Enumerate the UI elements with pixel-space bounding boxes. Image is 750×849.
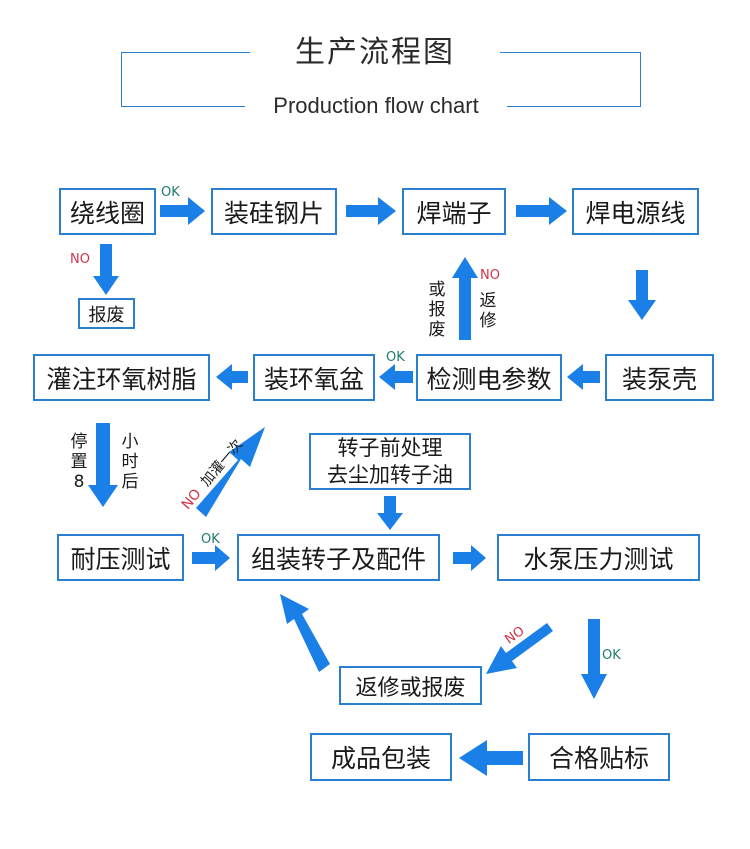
node-ring-basin: 装环氧盆 [253, 354, 375, 401]
arrow-check-to-terminal [452, 257, 478, 340]
label-ok-check: OK [386, 350, 405, 365]
arrow-epoxy-to-hipot [88, 423, 118, 507]
arrow-pumptest-to-label [581, 619, 607, 699]
arrow-repair-to-assemble [280, 594, 330, 672]
label-hours-later: 小时后 [121, 432, 139, 492]
arrow-assemble-to-pumptest [453, 545, 486, 571]
arrow-winding-to-silicon [160, 197, 205, 225]
rotor-pre-line1: 转子前处理 [337, 435, 443, 460]
node-silicon: 装硅钢片 [211, 188, 337, 235]
node-assemble: 组装转子及配件 [237, 534, 440, 581]
node-hipot-test: 耐压测试 [57, 534, 184, 581]
label-ok-pumptest: OK [602, 648, 621, 663]
node-power-wire: 焊电源线 [572, 188, 699, 235]
arrow-check-to-ringbasin [379, 364, 413, 390]
label-ok-winding: OK [161, 185, 180, 200]
arrow-rotorpre-to-assemble [377, 496, 403, 530]
arrow-hipot-to-ringbasin [196, 427, 265, 517]
node-pump-test: 水泵压力测试 [497, 534, 700, 581]
node-terminal: 焊端子 [402, 188, 506, 235]
arrow-powerwire-to-pumpshell [628, 270, 656, 320]
arrow-winding-to-scrap [93, 244, 119, 295]
arrow-silicon-to-terminal [346, 197, 396, 225]
arrow-pumpshell-to-check [567, 364, 600, 390]
rotor-pre-line2: 去尘加转子油 [327, 462, 453, 487]
arrow-hipot-to-assemble [192, 545, 230, 571]
node-pump-shell: 装泵壳 [605, 354, 714, 401]
label-or-scrap: 或报废 [428, 280, 446, 340]
label-no-check: NO [480, 268, 500, 283]
arrow-pumptest-to-repair [486, 623, 553, 674]
node-scrap: 报废 [78, 298, 135, 329]
label-ok-hipot: OK [201, 532, 220, 547]
node-check-params: 检测电参数 [416, 354, 562, 401]
node-rotor-pretreatment: 转子前处理 去尘加转子油 [309, 433, 471, 490]
node-pass-label: 合格贴标 [528, 733, 670, 781]
page-subtitle: Production flow chart [245, 88, 507, 124]
arrow-label-to-finished [459, 740, 523, 776]
node-winding: 绕线圈 [59, 188, 156, 235]
label-no-winding: NO [70, 252, 90, 267]
node-repair-or-scrap: 返修或报废 [339, 666, 482, 705]
label-repair: 返修 [479, 291, 497, 331]
node-epoxy-fill: 灌注环氧树脂 [33, 354, 210, 401]
page-title: 生产流程图 [250, 30, 500, 76]
arrow-ringbasin-to-epoxy [216, 364, 248, 390]
label-wait-8: 停置8 [70, 432, 88, 492]
arrow-terminal-to-powerwire [516, 197, 567, 225]
node-finished-packaging: 成品包装 [310, 733, 452, 781]
